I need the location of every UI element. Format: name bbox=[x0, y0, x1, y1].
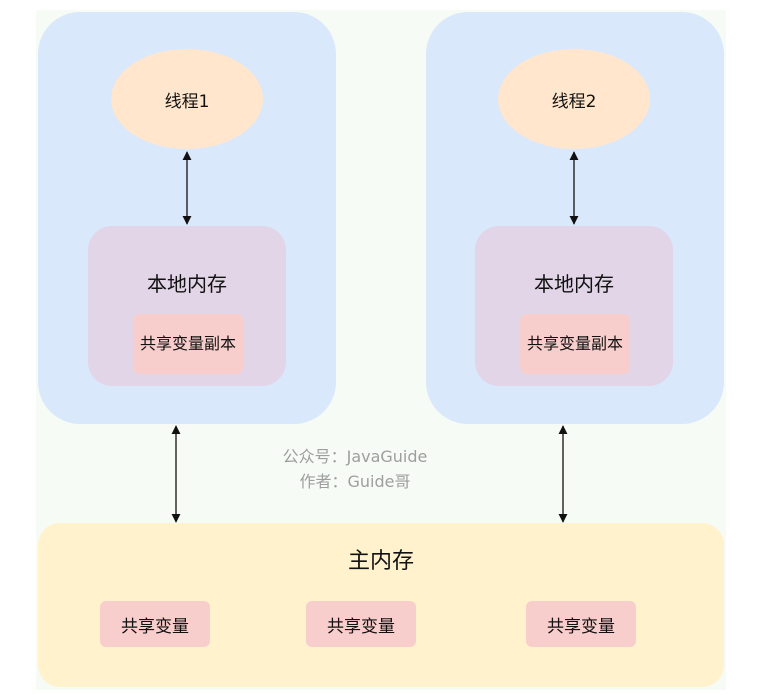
watermark-line-2: 作者：Guide哥 bbox=[299, 472, 411, 491]
thread-2-label: 线程2 bbox=[551, 91, 597, 112]
shared-variable-2-label: 共享变量 bbox=[327, 616, 395, 637]
thread-1-local-memory-title: 本地内存 bbox=[147, 272, 227, 296]
shared-variable-1-label: 共享变量 bbox=[121, 616, 189, 637]
thread-2-copy-label: 共享变量副本 bbox=[526, 334, 623, 353]
thread-1-node: 线程1 bbox=[111, 49, 263, 149]
thread-1-label: 线程1 bbox=[164, 91, 210, 112]
shared-variable-3: 共享变量 bbox=[526, 601, 636, 647]
thread-1-copy-label: 共享变量副本 bbox=[139, 334, 236, 353]
thread-2-local-memory-title: 本地内存 bbox=[534, 272, 614, 296]
thread-2-local-memory: 本地内存 共享变量副本 bbox=[475, 226, 673, 386]
main-memory: 主内存 共享变量 共享变量 共享变量 bbox=[38, 523, 724, 687]
main-memory-title: 主内存 bbox=[347, 549, 414, 574]
thread-1-shared-variable-copy: 共享变量副本 bbox=[133, 314, 243, 374]
thread-1-local-memory: 本地内存 共享变量副本 bbox=[88, 226, 286, 386]
shared-variable-1: 共享变量 bbox=[100, 601, 210, 647]
shared-variable-2: 共享变量 bbox=[306, 601, 416, 647]
shared-variable-3-label: 共享变量 bbox=[547, 616, 615, 637]
watermark-line-1: 公众号：JavaGuide bbox=[282, 447, 428, 466]
watermark: 公众号：JavaGuide 作者：Guide哥 bbox=[240, 444, 470, 494]
thread-2-node: 线程2 bbox=[498, 49, 650, 149]
thread-2-shared-variable-copy: 共享变量副本 bbox=[520, 314, 630, 374]
